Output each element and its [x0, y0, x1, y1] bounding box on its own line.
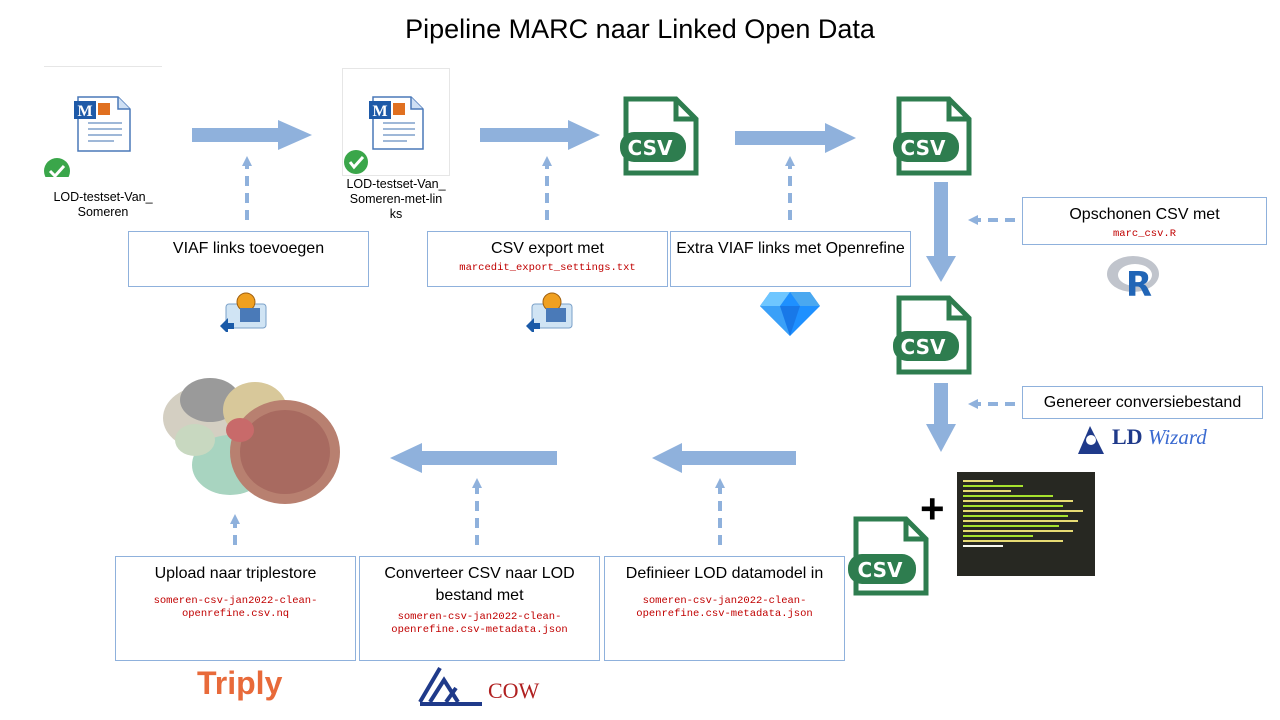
step-viaf-links: VIAF links toevoegen [128, 231, 369, 287]
cow-logo: COW [416, 662, 546, 708]
ldwizard-logo: LD Wizard [1074, 422, 1207, 456]
csv-file-icon-4: CSV [848, 516, 930, 601]
network-graph-image [160, 370, 350, 510]
svg-text:R: R [1126, 265, 1152, 298]
plus-sign: + [920, 485, 945, 532]
marc-file-icon-2: M [342, 68, 450, 176]
csv-file-icon-1: CSV [620, 96, 700, 181]
svg-text:CSV: CSV [858, 558, 903, 582]
r-logo: R [1106, 254, 1164, 305]
marc-file-name-1: LOD-testset-Van_Someren [53, 190, 153, 219]
flow-arrow-left-1 [652, 443, 796, 473]
step-genereer: Genereer conversiebestand [1022, 386, 1263, 419]
csv-file-icon-3: CSV [893, 295, 973, 380]
flow-arrow-3 [735, 123, 856, 153]
flow-arrow-1 [192, 120, 312, 150]
step-upload: Upload naar triplestore someren-csv-jan2… [115, 556, 356, 661]
flow-arrow-2 [480, 120, 600, 150]
flow-arrow-down-2 [926, 383, 956, 452]
flow-arrow-down-1 [926, 182, 956, 282]
svg-text:CSV: CSV [901, 335, 946, 359]
svg-text:CSV: CSV [901, 136, 946, 160]
step-extra-viaf: Extra VIAF links met Openrefine [670, 231, 911, 287]
svg-text:M: M [77, 103, 92, 120]
svg-text:CSV: CSV [628, 136, 673, 160]
svg-text:M: M [372, 103, 387, 120]
step-definieer: Definieer LOD datamodel in someren-csv-j… [604, 556, 845, 661]
marcedit-icon-1 [218, 290, 270, 337]
step-converteer: Converteer CSV naar LOD bestand met some… [359, 556, 600, 661]
triply-logo: Triply [197, 665, 283, 701]
step-csv-export: CSV export met marcedit_export_settings.… [427, 231, 668, 287]
marc-file-icon-1: M [44, 66, 162, 184]
marcedit-icon-2 [524, 290, 576, 337]
csv-file-icon-2: CSV [893, 96, 973, 181]
json-code-preview [957, 472, 1095, 576]
openrefine-diamond-icon [760, 290, 822, 343]
flow-arrow-left-2 [390, 443, 557, 473]
step-opschonen: Opschonen CSV met marc_csv.R [1022, 197, 1267, 245]
diagram-title: Pipeline MARC naar Linked Open Data [405, 14, 875, 44]
